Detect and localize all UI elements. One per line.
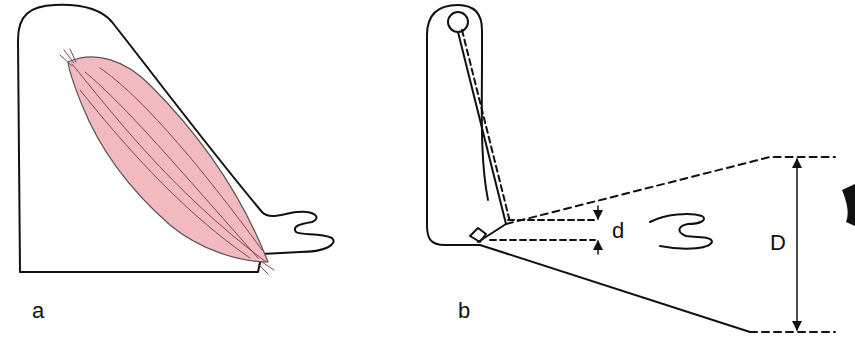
dashed-line	[506, 157, 835, 224]
hand	[650, 214, 712, 249]
arm-outline	[427, 5, 488, 245]
dashed-line	[508, 219, 595, 221]
dashed-line	[750, 331, 835, 333]
shoulder-joint	[448, 12, 468, 32]
dashed-line	[490, 239, 595, 241]
cut-off-figure	[842, 184, 855, 226]
muscle-fibres	[60, 49, 274, 274]
dimension-label: D	[770, 232, 786, 254]
elbow-joint	[470, 228, 486, 242]
dimension-arrow	[597, 241, 599, 254]
forearm-lever	[445, 245, 750, 332]
muscle-line	[462, 30, 510, 222]
arm-outline	[18, 5, 334, 272]
muscle-line	[458, 32, 506, 224]
biceps-muscle	[68, 57, 268, 262]
panel-letter: a	[32, 300, 44, 322]
dimension-arrow	[597, 206, 599, 219]
dimension-label: d	[612, 220, 624, 242]
dimension-arrow	[796, 159, 798, 330]
panel-letter: b	[458, 300, 470, 322]
